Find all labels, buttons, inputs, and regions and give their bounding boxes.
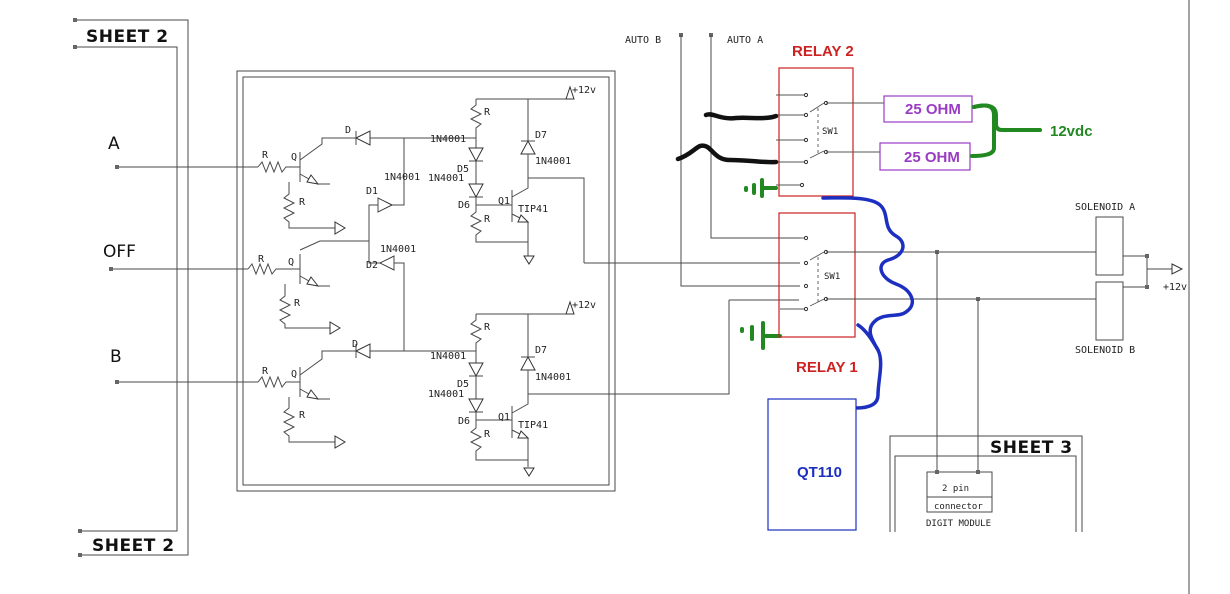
- supply-label: +12v: [572, 85, 596, 96]
- relay-1-label: RELAY 1: [796, 359, 858, 376]
- transistor-q1-label: Q1: [498, 412, 510, 423]
- solenoid-supply-label: +12v: [1163, 282, 1187, 293]
- relay-2: RELAY 2 SW1: [776, 43, 884, 197]
- load-resistors: 25 OHM 25 OHM: [879, 95, 973, 171]
- transistor-q1-label: Q1: [498, 196, 510, 207]
- resistor-25ohm-top: [883, 95, 973, 123]
- diode-d7-label: D7: [535, 345, 547, 356]
- auto-lines: AUTO B AUTO A: [584, 33, 802, 301]
- transistor-tip41-label: TIP41: [518, 204, 548, 215]
- diode-d6-label: D6: [458, 416, 470, 427]
- diode-part-label: 1N4001: [535, 372, 571, 383]
- driver-board: [236, 70, 616, 492]
- diode-part-label: 1N4001: [384, 172, 420, 183]
- resistor-label: R: [484, 214, 491, 225]
- input-b-label: B: [110, 347, 122, 367]
- resistor-25ohm-top-label: 25 OHM: [905, 101, 961, 118]
- transistor-tip41-label: TIP41: [518, 420, 548, 431]
- resistor-label: R: [294, 298, 301, 309]
- solenoid-a: [1095, 216, 1124, 276]
- sheet2-bottom-label: SHEET 2: [92, 536, 175, 556]
- sheet2-top-label: SHEET 2: [86, 27, 169, 47]
- resistor-label: R: [484, 429, 491, 440]
- connector-label-2: connector: [934, 502, 983, 512]
- heavy-wires: [675, 112, 779, 165]
- relay-1: RELAY 1 SW1: [778, 212, 1096, 472]
- supply-12vdc: 12vdc: [740, 103, 1093, 350]
- diode-part-label: 1N4001: [430, 134, 466, 145]
- diode-label: D: [352, 339, 358, 350]
- diode-network: D1 1N4001 1N4001 D2 1N4001 1N4001: [299, 134, 476, 362]
- resistor-25ohm-bottom-label: 25 OHM: [904, 149, 960, 166]
- diode-d5-label: D5: [457, 379, 469, 390]
- diode-part-label: 1N4001: [428, 389, 464, 400]
- solenoid-a-label: SOLENOID A: [1075, 202, 1135, 213]
- diode-part-label: 1N4001: [380, 244, 416, 255]
- solenoid-b-label: SOLENOID B: [1075, 345, 1135, 356]
- diode-d7-label: D7: [535, 130, 547, 141]
- solenoids: SOLENOID A SOLENOID B +12v: [1075, 202, 1187, 356]
- resistor-label: R: [262, 366, 269, 377]
- relay-1-switch-label: SW1: [824, 272, 840, 282]
- resistor-label: R: [258, 254, 265, 265]
- input-off-label: OFF: [103, 242, 136, 262]
- diode-d2-label: D2: [366, 260, 378, 271]
- resistor-25ohm-bottom: [879, 142, 971, 171]
- diode-d1-label: D1: [366, 186, 378, 197]
- resistor-label: R: [299, 410, 306, 421]
- sheet3-label: SHEET 3: [990, 438, 1073, 458]
- sheet3-block: SHEET 3 2 pin connector DIGIT MODULE: [889, 435, 1083, 532]
- diode-part-label: 1N4001: [430, 351, 466, 362]
- transistor-label: Q: [291, 369, 297, 380]
- diode-part-label: 1N4001: [535, 156, 571, 167]
- input-a-label: A: [108, 134, 120, 154]
- relay-1-box: [778, 212, 856, 338]
- qt110-module: QT110: [767, 398, 857, 531]
- relay-2-label: RELAY 2: [792, 43, 854, 60]
- diode-part-label: 1N4001: [428, 173, 464, 184]
- channel-b-driver: R Q R D: [257, 339, 404, 449]
- digit-module-label: DIGIT MODULE: [926, 519, 991, 529]
- auto-b-label: AUTO B: [625, 35, 661, 46]
- relay-2-switch-label: SW1: [822, 127, 838, 137]
- relay-2-box: [778, 67, 854, 197]
- resistor-label: R: [262, 150, 269, 161]
- transistor-label: Q: [291, 152, 297, 163]
- resistor-label: R: [484, 107, 491, 118]
- connector-label-1: 2 pin: [942, 484, 969, 494]
- solenoid-b: [1095, 281, 1124, 341]
- lower-output-stage: +12v R D5 1N4001 D6 R Q1 TIP41 D7 1N4001: [428, 300, 730, 477]
- diode-d6-label: D6: [458, 200, 470, 211]
- channel-off-driver: R Q R: [247, 254, 341, 335]
- resistor-label: R: [484, 322, 491, 333]
- supply-label: +12v: [572, 300, 596, 311]
- auto-a-label: AUTO A: [727, 35, 763, 46]
- upper-output-stage: +12v R D5 1N4001 D6 R Q1 TIP41 D7 1N4001: [428, 85, 596, 265]
- resistor-label: R: [299, 197, 306, 208]
- inputs: A OFF B: [103, 134, 258, 384]
- channel-a-driver: R Q R D: [257, 125, 404, 235]
- transistor-label: Q: [288, 257, 294, 268]
- supply-12vdc-label: 12vdc: [1050, 123, 1093, 140]
- qt110-label: QT110: [797, 464, 842, 481]
- sheet2-bracket: SHEET 2 SHEET 2: [73, 18, 189, 557]
- diode-d5-label: D5: [457, 164, 469, 175]
- qt110-wiring: [821, 196, 915, 410]
- diode-label: D: [345, 125, 351, 136]
